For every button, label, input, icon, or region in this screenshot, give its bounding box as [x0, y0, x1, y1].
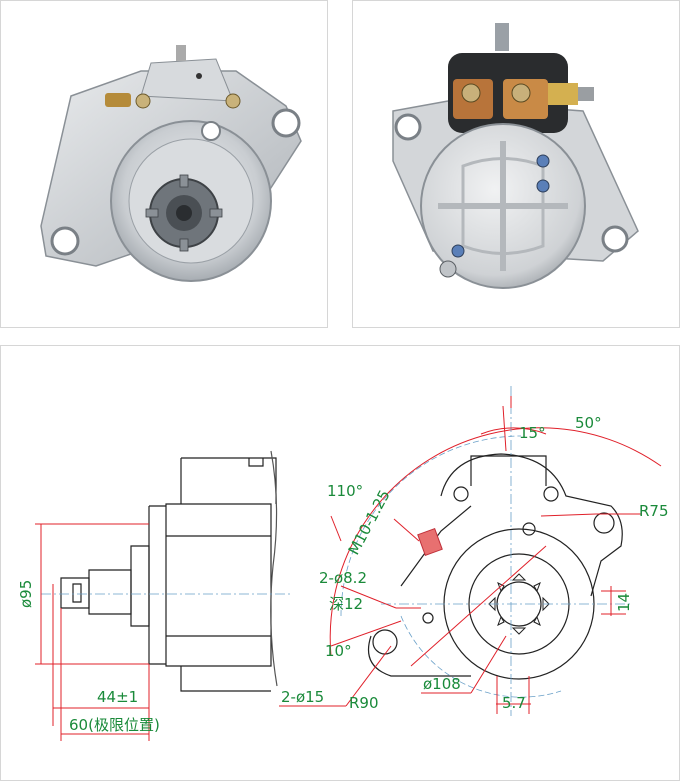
label-angle-10: 10° — [325, 642, 352, 660]
label-hole-2x15: 2-ø15 — [281, 688, 324, 706]
label-angle-50: 50° — [575, 414, 602, 432]
starter-rear-photo — [352, 0, 680, 328]
label-r75: R75 — [639, 502, 669, 520]
label-r90: R90 — [349, 694, 379, 712]
label-dim-14: 14 — [615, 593, 633, 612]
side-view-outline — [60, 450, 278, 692]
dimension-drawing-svg: ø95 44±1 60(极限位置) — [17, 386, 669, 741]
front-view — [279, 386, 662, 716]
label-angle-15: 15° — [519, 424, 546, 442]
technical-drawing: ø95 44±1 60(极限位置) — [0, 345, 680, 781]
label-diameter-95: ø95 — [17, 580, 35, 608]
label-dim-44: 44±1 — [97, 688, 138, 706]
label-d108: ø108 — [423, 675, 461, 693]
label-hole-2x82: 2-ø8.2 — [319, 569, 367, 587]
label-angle-110: 110° — [327, 482, 363, 500]
starter-rear-illustration — [392, 23, 639, 289]
starter-front-photo — [0, 0, 328, 328]
label-depth-12: 深12 — [329, 595, 363, 613]
dim-diameter-95-lines — [35, 523, 150, 741]
starter-front-illustration — [40, 45, 302, 282]
label-dim-60: 60(极限位置) — [69, 716, 160, 734]
label-dim-57: 5.7 — [502, 694, 526, 712]
